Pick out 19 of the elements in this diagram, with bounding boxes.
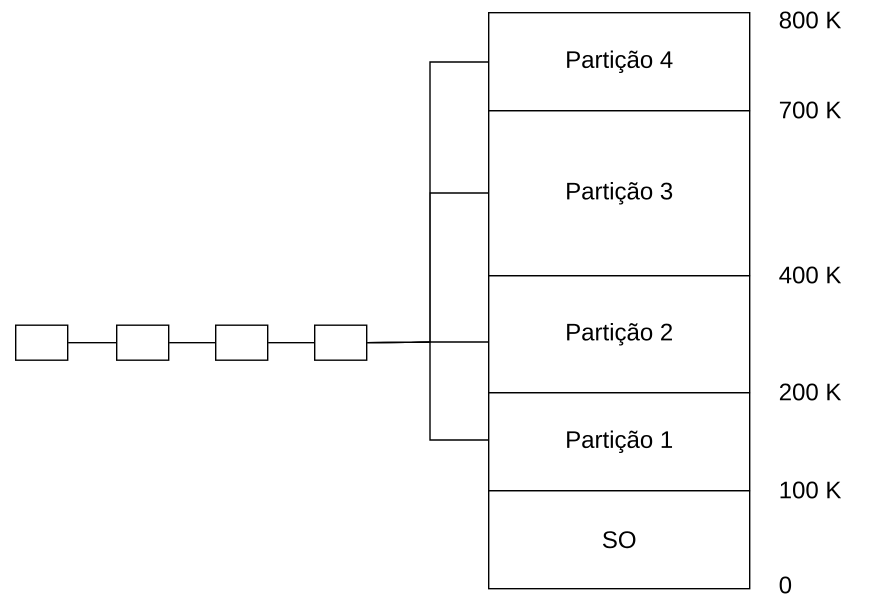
connector-line — [268, 342, 314, 344]
connector-line — [169, 342, 215, 344]
queue-box — [116, 324, 170, 361]
memory-address: 100 K — [780, 482, 842, 498]
partition-box: Partição 1 — [488, 392, 750, 492]
partition-box: Partição 4 — [488, 12, 750, 112]
connector-line — [68, 342, 116, 344]
memory-address: 0 — [780, 576, 792, 594]
queue-box — [15, 324, 68, 361]
connector-line — [367, 341, 488, 441]
queue-box — [215, 324, 268, 361]
partition-box: Partição 2 — [488, 275, 750, 394]
memory-address: 200 K — [780, 384, 842, 400]
memory-address: 800 K — [780, 12, 842, 28]
partition-box: Partição 3 — [488, 110, 750, 276]
memory-address: 700 K — [780, 102, 842, 118]
queue-box — [314, 324, 368, 361]
partition-box: SO — [488, 490, 750, 590]
memory-address: 400 K — [779, 266, 842, 284]
